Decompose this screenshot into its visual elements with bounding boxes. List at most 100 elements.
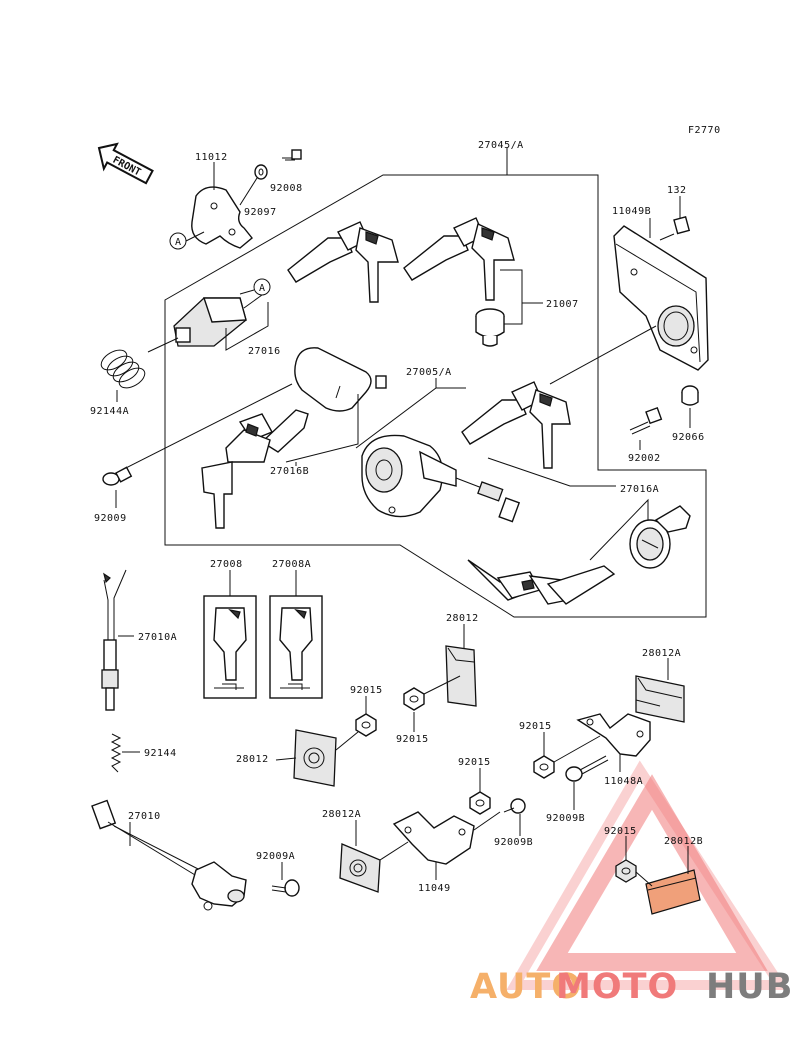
part-92015-nut-a [355,713,377,737]
callout-28012A-top: 28012A [642,648,681,659]
part-132-bolt [659,216,691,241]
part-27010-switch [91,799,247,911]
part-92015-nut-b [403,687,425,711]
part-28012-reflector-mid [293,729,337,787]
part-27008A-keycard [269,595,323,699]
stud-28012-top [423,675,461,695]
callout-92009A: 92009A [256,851,295,862]
part-11048A-bracket [576,713,651,757]
callout-27016: 27016 [248,346,281,357]
callout-11049B: 11049B [612,206,651,217]
callout-92015-e: 92015 [604,826,637,837]
callout-92015-b: 92015 [396,734,429,745]
stud-28012A [635,699,661,707]
part-92015-nut-d [469,791,491,815]
leader-21007-b [504,303,523,325]
callout-92144A: 92144A [90,406,129,417]
leader-92009 [125,383,293,469]
callout-21007: 21007 [546,299,579,310]
part-27016A-helmet-lock [629,505,691,569]
part-92008-screw [282,149,302,161]
front-arrow-icon: FRONT [97,142,154,185]
kit-outline [164,174,707,618]
part-92002-bolt [629,406,663,435]
callout-11049: 11049 [418,883,451,894]
watermark-logo [506,760,790,990]
figure-code: F2770 [688,125,721,136]
part-92009B-screw-b [503,798,526,814]
leader-a2 [239,289,255,295]
watermark-text: AUTO MOTO HUB [470,967,793,1007]
leader-27005A-c [487,457,616,487]
callout-a-1: A [175,237,182,248]
callout-a-2: A [259,283,266,294]
part-27008-keycard [203,595,257,699]
part-key-pair-27005A [461,381,571,469]
stud-28012A-mid [379,841,409,861]
callout-28012-top: 28012 [446,613,479,624]
part-92097-washer [254,164,268,180]
leader-11049B-to-switch [549,325,657,385]
callout-92008: 92008 [270,183,303,194]
callout-27010A: 27010A [138,632,177,643]
callout-92144: 92144 [144,748,177,759]
part-28012-reflector-top [445,645,477,707]
watermark-part3: HUB [706,967,793,1007]
part-key-pair-27016A [467,559,616,605]
callout-28012-mid: 28012 [236,754,269,765]
part-27010A-switch [101,569,127,711]
part-92066-collar [681,385,699,406]
callout-92015-c: 92015 [519,721,552,732]
leader-92097 [239,177,258,206]
leader-28012-mid [275,757,297,761]
part-92144A-spring [100,349,146,389]
part-28012A-reflector-mid [339,843,381,893]
callout-92002: 92002 [628,453,661,464]
callout-27010: 27010 [128,811,161,822]
callout-92009: 92009 [94,513,127,524]
callout-92009B-b: 92009B [494,837,533,848]
part-92009-screw [102,466,133,486]
part-92144-spring [110,733,122,773]
callout-27016A: 27016A [620,484,659,495]
part-11049-bracket [392,811,475,865]
part-27005A-ignition [361,434,521,523]
callout-27008: 27008 [210,559,243,570]
watermark-part2: MOTO [556,967,678,1007]
part-92009B-screw-a [565,755,609,782]
callout-11048A: 11048A [604,776,643,787]
part-key-pair-27016B [201,409,309,529]
callout-92015-a: 92015 [350,685,383,696]
leader-27016A [589,498,649,561]
part-27016-lock [147,297,247,353]
watermark-part1: AUTO [470,967,582,1007]
part-11049B-bracket [613,225,709,371]
leader-27016B [285,394,359,463]
part-key-pair-top-right [403,217,515,301]
leader-a2-lock [243,294,263,309]
callout-92009B-a: 92009B [546,813,585,824]
callout-27016B: 27016B [270,466,309,477]
part-92009A-screw [271,879,300,897]
callout-92066: 92066 [672,432,705,443]
stud-28012-mid [335,731,359,751]
stud-11049 [473,811,501,831]
part-28012B-reflector [645,869,701,915]
callout-92097: 92097 [244,207,277,218]
part-key-pair-top-left [287,221,399,303]
leader-a1 [185,231,205,242]
callout-11012: 11012 [195,152,228,163]
part-92015-nut-c [533,755,555,779]
part-27016B-cover [294,347,387,412]
callout-28012B: 28012B [664,836,703,847]
part-28012A-reflector-top [635,675,685,723]
part-11012-plate [191,186,253,249]
callout-27005A: 27005/A [406,367,452,378]
callout-27008A: 27008A [272,559,311,570]
leader-27016 [225,302,269,351]
callout-28012A-mid: 28012A [322,809,361,820]
callout-132: 132 [667,185,687,196]
callout-27045A: 27045/A [478,140,524,151]
stud-28012B [635,871,653,887]
